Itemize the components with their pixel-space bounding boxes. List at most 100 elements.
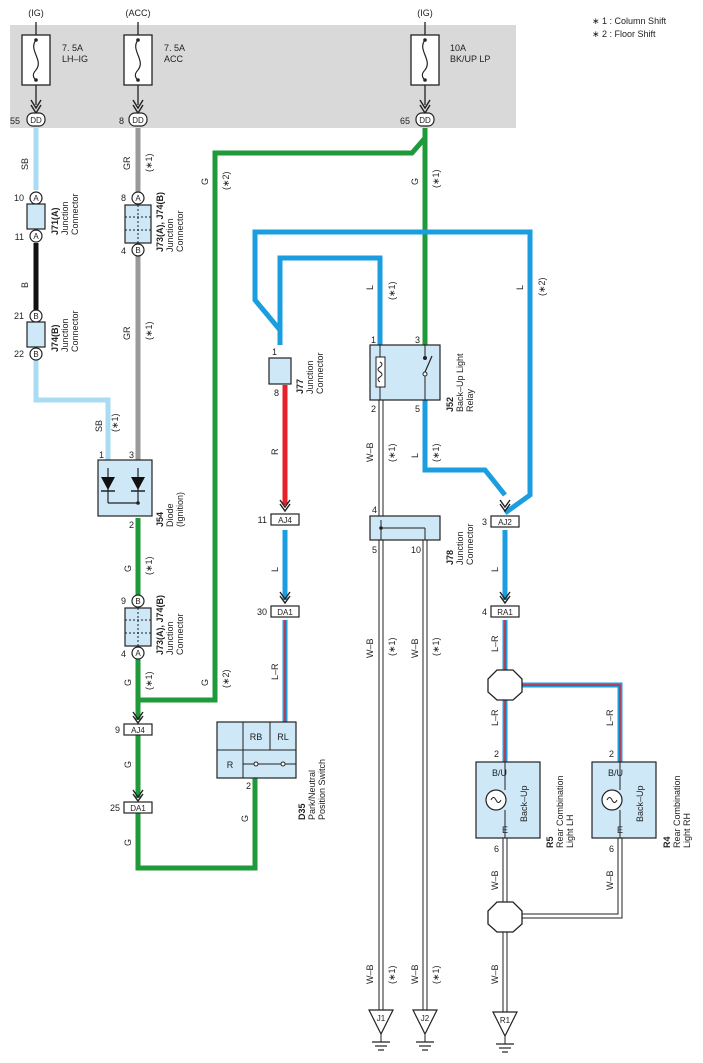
- label-wire-g-relay-note: (∗1): [431, 169, 441, 188]
- svg-text:Relay: Relay: [465, 388, 475, 412]
- svg-text:(∗1): (∗1): [144, 556, 154, 575]
- label-wire-b: B: [20, 282, 30, 288]
- j77-pin1: 1: [272, 347, 277, 357]
- svg-text:J78: J78: [445, 550, 455, 565]
- fuse-ig1-rating: 7. 5A: [62, 43, 83, 53]
- wire-g-switch: [135, 778, 258, 871]
- svg-text:J73(A), J74(B): J73(A), J74(B): [155, 595, 165, 655]
- svg-text:W–B: W–B: [490, 964, 500, 984]
- j73-top-pin-top: 8: [121, 193, 126, 203]
- fuse-ig2-rating: 10A: [450, 43, 466, 53]
- connector-j74: B B: [26, 309, 46, 361]
- label-wire-wb-j2-note: (∗1): [431, 965, 441, 984]
- svg-text:G: G: [123, 565, 133, 572]
- svg-text:J74(B): J74(B): [50, 324, 60, 352]
- j73-top-pin-bottom: 4: [121, 246, 126, 256]
- label-wire-wb-1-note: (∗1): [387, 443, 397, 462]
- label-wire-g-floor-1-note: (∗2): [221, 171, 231, 190]
- svg-text:Diode: Diode: [165, 503, 175, 527]
- svg-text:Junction: Junction: [60, 201, 70, 235]
- svg-text:DA1: DA1: [277, 608, 293, 617]
- connector-j77: [268, 357, 292, 385]
- svg-text:G: G: [123, 839, 133, 846]
- component-r4-lamp: B/U E: [591, 761, 657, 839]
- svg-text:SB: SB: [94, 420, 104, 432]
- label-wire-wb-2-note: (∗1): [387, 637, 397, 656]
- fuse-acc: [123, 22, 153, 115]
- connector-aj4-left: AJ4: [123, 723, 153, 736]
- j52-pin5: 5: [415, 404, 420, 414]
- svg-text:(∗1): (∗1): [431, 637, 441, 656]
- label-wire-wb-j1-note: (∗1): [387, 965, 397, 984]
- component-j54-diode: [97, 459, 153, 517]
- svg-text:W–B: W–B: [410, 964, 420, 984]
- svg-text:(∗1): (∗1): [110, 413, 120, 432]
- label-wire-r: R: [270, 448, 280, 455]
- r4-pin6: 6: [609, 844, 614, 854]
- svg-text:J2: J2: [421, 1014, 430, 1023]
- ground-r1: R1: [492, 1011, 518, 1053]
- connector-ra1: RA1: [490, 605, 520, 618]
- svg-text:Connector: Connector: [315, 352, 325, 394]
- wire-l-inner: [277, 255, 383, 345]
- j78-pin10: 10: [411, 545, 421, 555]
- svg-text:W–B: W–B: [365, 442, 375, 462]
- arrow-aj4-mid: [279, 499, 291, 513]
- label-wire-l-outer: L: [515, 285, 525, 290]
- svg-text:L–R: L–R: [490, 709, 500, 726]
- label-wire-gr-2: GR: [122, 326, 132, 340]
- wire-sb-bottom: [33, 358, 111, 460]
- svg-text:G: G: [200, 679, 210, 686]
- j74-pin-top: 21: [14, 311, 24, 321]
- svg-text:Junction: Junction: [165, 218, 175, 252]
- connector-da1-mid: DA1: [270, 605, 300, 618]
- svg-text:(∗1): (∗1): [387, 443, 397, 462]
- component-d35-switch: RB RL R: [216, 721, 297, 779]
- pin-dd-65: DD: [415, 112, 435, 127]
- legend-note-2: ∗ 2 : Floor Shift: [592, 29, 656, 39]
- svg-text:(Ignition): (Ignition): [175, 492, 185, 527]
- svg-text:G: G: [123, 761, 133, 768]
- svg-text:J1: J1: [377, 1014, 386, 1023]
- svg-text:B/U: B/U: [608, 768, 623, 778]
- svg-text:J77: J77: [295, 379, 305, 394]
- svg-text:(∗2): (∗2): [221, 669, 231, 688]
- j77-pin8: 8: [274, 388, 279, 398]
- label-wire-l-inner: L: [365, 285, 375, 290]
- label-wire-g-j73: G: [123, 679, 133, 686]
- svg-text:Connector: Connector: [70, 310, 80, 352]
- j74-label: J74(B) Junction Connector: [50, 310, 80, 352]
- label-wire-g-diode-note: (∗1): [144, 556, 154, 575]
- svg-text:AJ2: AJ2: [498, 518, 512, 527]
- label-wire-g-floor-2: G: [200, 679, 210, 686]
- svg-text:RA1: RA1: [497, 608, 513, 617]
- svg-text:B: B: [33, 350, 38, 359]
- fuse-acc-rating: 7. 5A: [164, 43, 185, 53]
- j77-label: J77 Junction Connector: [295, 352, 325, 394]
- component-r5-lamp: B/U E: [475, 761, 541, 839]
- j73-bottom-label: J73(A), J74(B) Junction Connector: [155, 595, 185, 655]
- svg-text:J54: J54: [155, 512, 165, 527]
- svg-text:R4: R4: [662, 836, 672, 848]
- fuse-acc-source: (ACC): [126, 8, 151, 18]
- label-wire-lr-r4: L–R: [605, 709, 615, 726]
- label-wire-g-relay: G: [410, 178, 420, 185]
- svg-text:DD: DD: [30, 116, 42, 125]
- label-wire-l-aj4: L: [270, 567, 280, 572]
- label-wire-l-relay-note: (∗1): [431, 443, 441, 462]
- r4-label: R4 Rear Combination Light RH: [662, 775, 692, 848]
- svg-text:W–B: W–B: [490, 870, 500, 890]
- svg-text:L–R: L–R: [605, 709, 615, 726]
- svg-text:A: A: [33, 232, 39, 241]
- svg-text:E: E: [502, 825, 508, 835]
- svg-text:A: A: [33, 194, 39, 203]
- svg-text:B/U: B/U: [492, 768, 507, 778]
- svg-text:Position Switch: Position Switch: [317, 759, 327, 820]
- label-wire-g-diode: G: [123, 565, 133, 572]
- label-wire-wb-j1: W–B: [365, 964, 375, 984]
- j52-pin2: 2: [371, 404, 376, 414]
- j71-label: J71(A) Junction Connector: [50, 193, 80, 235]
- d35-pin2: 2: [246, 781, 251, 791]
- svg-text:B: B: [135, 246, 140, 255]
